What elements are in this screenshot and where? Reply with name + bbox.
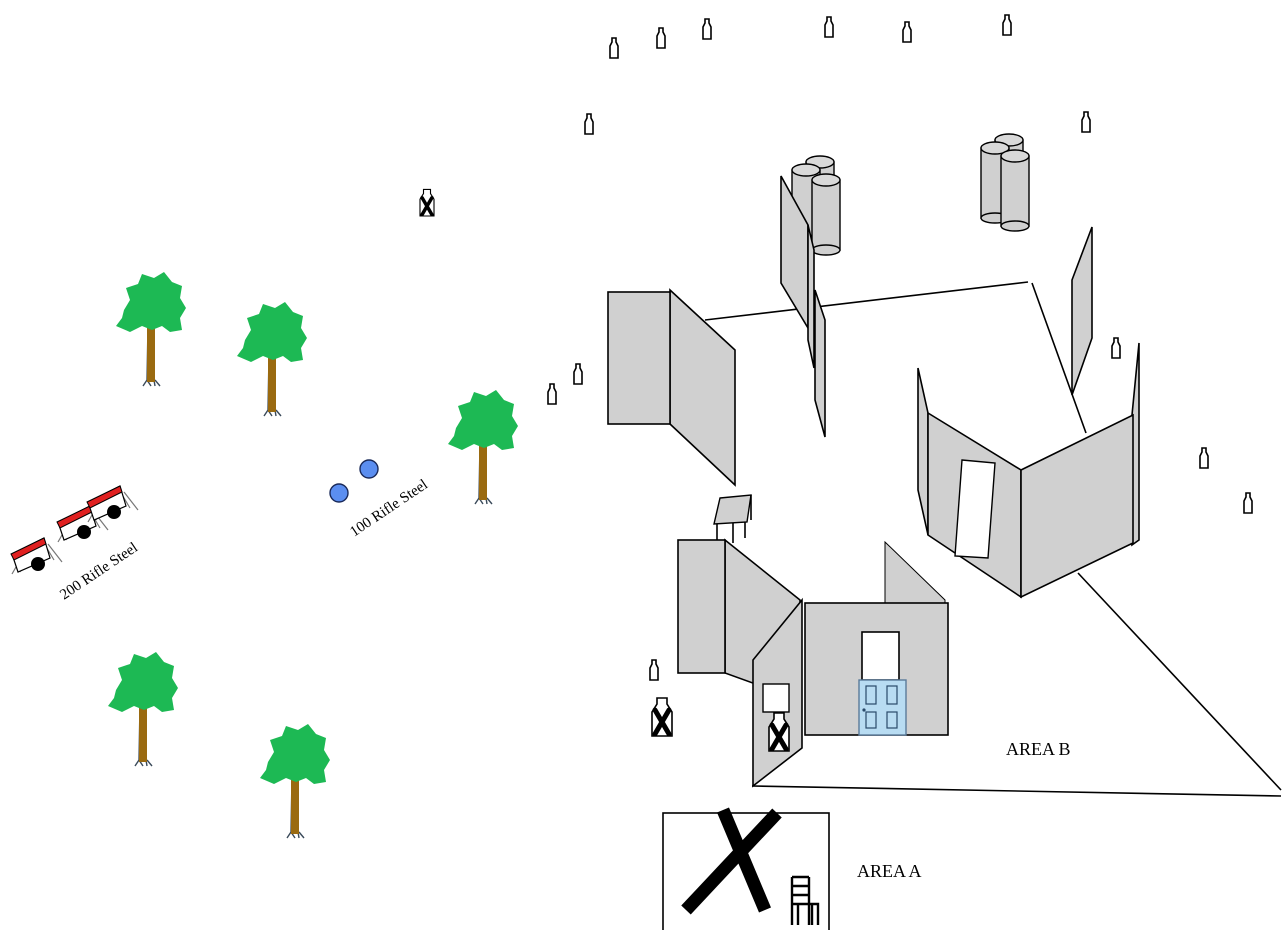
paper-target-icon[interactable] — [824, 16, 834, 38]
wall-left-upper — [607, 288, 736, 487]
wall-right-thin — [1071, 226, 1093, 396]
fault-line-top — [704, 281, 1029, 321]
door-icon[interactable] — [858, 679, 907, 736]
tree-icon — [447, 389, 519, 505]
paper-target-icon[interactable] — [1199, 447, 1209, 469]
box-panel — [762, 683, 790, 713]
no-shoot-target-icon[interactable] — [418, 187, 436, 218]
paper-target-icon[interactable] — [547, 383, 557, 405]
label-100-rifle-steel: 100 Rifle Steel — [347, 477, 431, 541]
paper-target-icon[interactable] — [1243, 492, 1253, 514]
wall-center-thin — [780, 175, 826, 438]
paper-target-icon[interactable] — [1081, 111, 1091, 133]
barrel-cluster-right — [980, 133, 1030, 232]
window-panel — [954, 459, 996, 559]
paper-target-icon[interactable] — [573, 363, 583, 385]
paper-target-icon[interactable] — [656, 27, 666, 49]
fault-line-right — [1031, 282, 1087, 434]
label-area-b: AREA B — [1006, 739, 1071, 759]
tree-icon — [259, 723, 331, 839]
label-200-rifle-steel: 200 Rifle Steel — [57, 540, 141, 604]
paper-target-icon[interactable] — [649, 659, 659, 681]
area-b-front-wall — [804, 540, 949, 736]
steel-plate-icon[interactable] — [359, 459, 379, 479]
tree-icon — [107, 651, 179, 767]
area-b-structure — [917, 342, 1140, 599]
fault-line-bottom — [751, 785, 1282, 797]
paper-target-icon[interactable] — [902, 21, 912, 43]
table-icon — [713, 494, 752, 545]
paper-target-icon[interactable] — [584, 113, 594, 135]
rifle-steel-stand-icon[interactable] — [86, 485, 139, 523]
fault-line-right-lower — [1077, 572, 1282, 791]
area-a-shooting-box — [662, 807, 830, 930]
paper-target-icon[interactable] — [1111, 337, 1121, 359]
paper-target-icon[interactable] — [609, 37, 619, 59]
chair-icon — [790, 875, 820, 925]
start-position-x-icon — [681, 807, 782, 915]
label-area-a: AREA A — [857, 861, 922, 881]
no-shoot-target-icon[interactable] — [652, 698, 672, 736]
paper-target-icon[interactable] — [702, 18, 712, 40]
steel-plate-icon[interactable] — [329, 483, 349, 503]
tree-icon — [236, 301, 308, 417]
tree-icon — [115, 271, 187, 387]
rifle-steel-stand-icon[interactable] — [10, 537, 63, 575]
paper-target-icon[interactable] — [1002, 14, 1012, 36]
door-window — [861, 631, 900, 681]
